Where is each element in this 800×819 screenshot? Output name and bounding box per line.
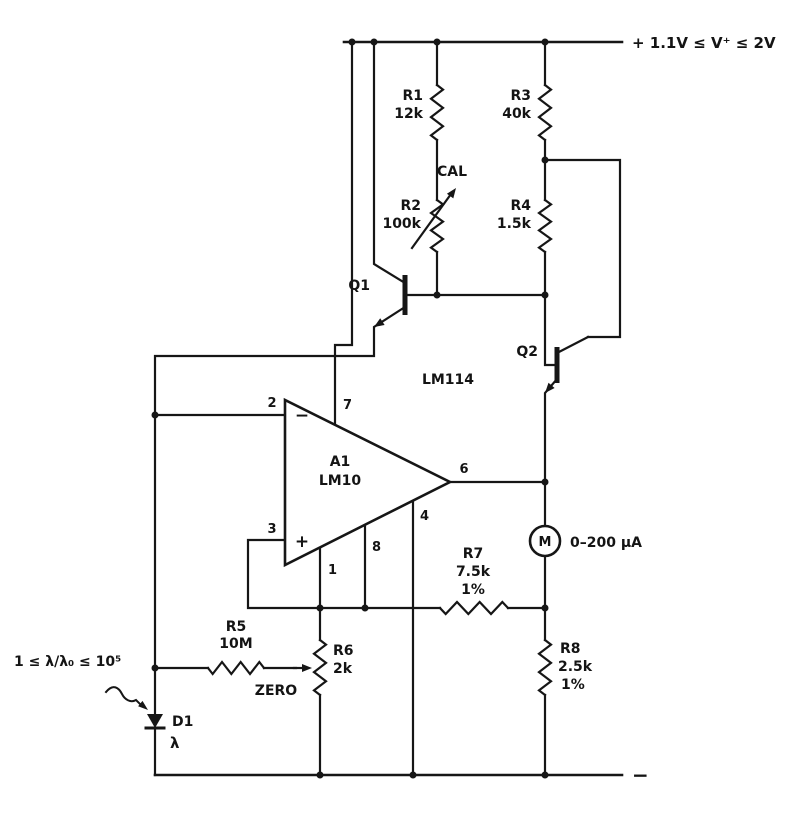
opamp-plus-sign: +: [295, 532, 309, 552]
cal-wiper-arrow: [410, 192, 453, 250]
resistor-r7-element: [438, 600, 510, 616]
photodiode-name-label: D1: [172, 714, 193, 730]
junction-dot: [151, 664, 159, 672]
resistor-r4-element: [537, 198, 553, 254]
cal-label: CAL: [437, 164, 467, 180]
supply-rail-label: + 1.1V ≤ V⁺ ≤ 2V: [632, 34, 776, 52]
photodiode-lambda-label: λ: [170, 734, 180, 752]
resistor-r2-element: [429, 198, 445, 254]
wire-r4-bottom-q2-base: [543, 250, 559, 367]
opamp-pin4-label: 4: [420, 509, 429, 524]
resistor-r4-name: R4: [510, 198, 531, 214]
junction-dot: [541, 604, 549, 612]
opamp-minus-sign: −: [295, 406, 309, 426]
negative-rail-label: −: [632, 763, 649, 787]
resistor-r7-name: R7: [463, 546, 484, 562]
resistor-r1-name: R1: [402, 88, 423, 104]
resistor-r2-value: 100k: [382, 216, 421, 232]
wire-q1-emitter-left-column: [153, 305, 407, 716]
transistor-q1-label: Q1: [348, 278, 370, 294]
resistor-r7-value: 7.5k: [456, 564, 491, 580]
incident-light-arrowhead-icon: [138, 700, 148, 710]
junction-dot: [433, 291, 441, 299]
meter-symbol: M: [539, 535, 552, 550]
input-range-label: 1 ≤ λ/λ₀ ≤ 10⁵: [14, 654, 121, 670]
junction-dot: [541, 38, 549, 46]
resistor-r8-value: 2.5k: [558, 659, 593, 675]
q2-emitter-arrow-icon: [545, 382, 555, 393]
zero-wiper-arrowhead-icon: [302, 664, 312, 672]
junction-dot: [433, 38, 441, 46]
resistor-r4-value: 1.5k: [497, 216, 532, 232]
resistor-r8-tolerance: 1%: [561, 677, 585, 693]
wire-q2-collector-loop: [543, 158, 622, 339]
incident-light-icon: [104, 686, 143, 707]
junction-dot: [316, 771, 324, 779]
wire-pin3-loop: [246, 538, 322, 610]
resistor-r5-value: 10M: [219, 636, 252, 652]
resistor-r6-name: R6: [333, 643, 354, 659]
junction-dot: [541, 156, 549, 164]
junction-dot: [316, 604, 324, 612]
photodiode-d1: [104, 686, 166, 730]
junction-dot: [409, 771, 417, 779]
resistor-r3-name: R3: [510, 88, 531, 104]
resistor-r6-value: 2k: [333, 661, 353, 677]
opamp-pin6-label: 6: [459, 462, 468, 477]
wire-q1-collector: [372, 40, 407, 285]
opamp-a1: − + A1 LM10: [283, 397, 453, 568]
junction-dot: [370, 38, 378, 46]
resistors: [206, 83, 553, 697]
junction-dot: [348, 38, 356, 46]
opamp-pin1-label: 1: [328, 563, 337, 578]
labels: + 1.1V ≤ V⁺ ≤ 2V − 1 ≤ λ/λ₀ ≤ 10⁵ R1 12k…: [14, 34, 776, 787]
transistor-pair-part-label: LM114: [422, 372, 474, 388]
resistor-r2-name: R2: [400, 198, 421, 214]
wires: [153, 40, 624, 777]
junction-dot: [151, 411, 159, 419]
cal-wiper-arrowhead-icon: [446, 188, 456, 199]
meter-m: M: [528, 524, 562, 558]
junction-dots: [151, 38, 549, 779]
wire-q2-collector-diag: [555, 335, 590, 355]
opamp-pin2-label: 2: [267, 396, 276, 411]
resistor-r6-element: [312, 638, 328, 697]
resistor-r5-element: [206, 660, 266, 676]
resistor-r8-name: R8: [560, 641, 581, 657]
wire-q2-emitter: [543, 377, 559, 484]
meter-range-label: 0–200 µA: [570, 535, 642, 551]
resistor-r5-name: R5: [226, 619, 247, 635]
resistor-r7-tolerance: 1%: [461, 582, 485, 598]
photodiode-triangle: [147, 714, 163, 728]
resistor-r3-value: 40k: [502, 106, 531, 122]
wire-pin7-supply: [333, 40, 354, 426]
resistor-r3-element: [537, 83, 553, 142]
opamp-name: A1: [330, 454, 351, 470]
junction-dot: [541, 771, 549, 779]
junction-dot: [541, 478, 549, 486]
transistor-q2-label: Q2: [516, 344, 538, 360]
resistor-r8-element: [537, 638, 553, 697]
meter-circle: [528, 524, 562, 558]
transistor-q1: [374, 275, 408, 327]
opamp-pin3-label: 3: [267, 522, 276, 537]
zero-label: ZERO: [255, 683, 297, 699]
junction-dot: [361, 604, 369, 612]
q1-emitter-arrow-icon: [374, 318, 385, 327]
junction-dot: [541, 291, 549, 299]
opamp-part: LM10: [319, 473, 362, 489]
opamp-pin8-label: 8: [372, 540, 381, 555]
resistor-r1-value: 12k: [394, 106, 423, 122]
transistor-q2: [545, 347, 560, 393]
resistor-r1-element: [429, 83, 445, 142]
opamp-triangle: [283, 397, 453, 568]
opamp-pin7-label: 7: [343, 398, 352, 413]
